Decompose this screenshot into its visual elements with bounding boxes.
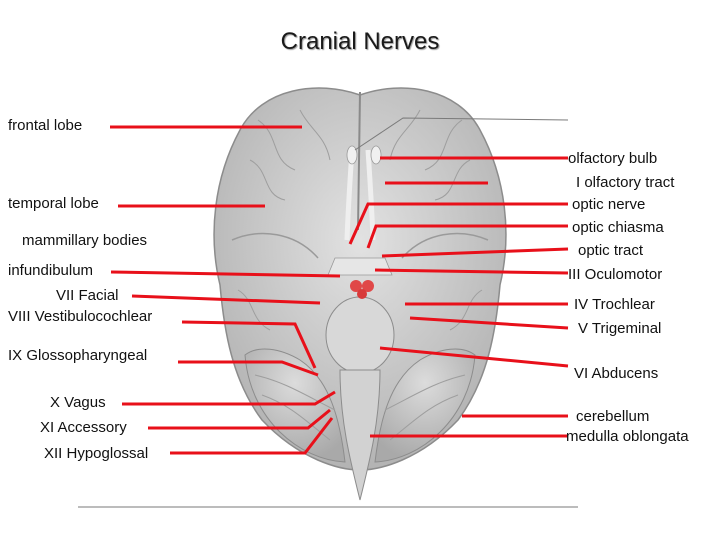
label-vestibulocochlear: VIII Vestibulocochlear — [8, 308, 153, 325]
label-vagus: X Vagus — [50, 394, 106, 411]
leader-hypoglossal — [170, 417, 334, 455]
leader-facial — [131, 294, 321, 305]
label-olfactory-bulb: olfactory bulb — [568, 150, 658, 167]
leader-optic-nerve — [348, 202, 568, 245]
label-oculomotor: III Oculomotor — [568, 266, 663, 283]
label-facial: VII Facial — [56, 287, 119, 304]
right-leader-lines — [348, 156, 569, 438]
label-abducens: VI Abducens — [574, 365, 659, 382]
label-accessory: XI Accessory — [40, 419, 127, 436]
leader-vagus — [122, 390, 336, 406]
label-infundibulum: infundibulum — [8, 262, 94, 279]
label-optic-tract: optic tract — [578, 242, 644, 259]
label-medulla-oblongata: medulla oblongata — [566, 428, 689, 445]
leader-trigeminal — [409, 316, 569, 330]
label-temporal-lobe: temporal lobe — [8, 195, 99, 212]
label-glossopharyngeal: IX Glossopharyngeal — [8, 347, 148, 364]
mammillary-body-left — [350, 280, 362, 292]
pons — [325, 296, 395, 374]
label-trochlear: IV Trochlear — [574, 296, 655, 313]
label-hypoglossal: XII Hypoglossal — [44, 445, 149, 462]
label-cerebellum: cerebellum — [576, 408, 650, 425]
leader-abducens — [379, 346, 569, 368]
label-olfactory-tract: I olfactory tract — [576, 174, 675, 191]
left-leader-lines — [110, 125, 341, 455]
label-frontal-lobe: frontal lobe — [8, 117, 83, 134]
leader-optic-tract — [381, 247, 569, 258]
medulla — [339, 369, 381, 501]
leader-accessory — [148, 408, 331, 430]
label-optic-nerve: optic nerve — [572, 196, 646, 213]
label-optic-chiasma: optic chiasma — [572, 219, 664, 236]
label-trigeminal: V Trigeminal — [578, 320, 662, 337]
cerebellum-right — [374, 348, 476, 463]
label-mammillary-bodies: mammillary bodies — [22, 232, 148, 249]
leader-optic-chiasma — [366, 224, 568, 249]
leader-oculomotor — [374, 268, 569, 275]
diagram-title: Cranial Nerves — [280, 28, 440, 55]
leader-glossopharyngeal — [178, 360, 319, 377]
leader-infundibulum — [110, 270, 341, 278]
leader-vestibulocochlear — [181, 320, 317, 369]
mammillary-body-right — [362, 280, 374, 292]
